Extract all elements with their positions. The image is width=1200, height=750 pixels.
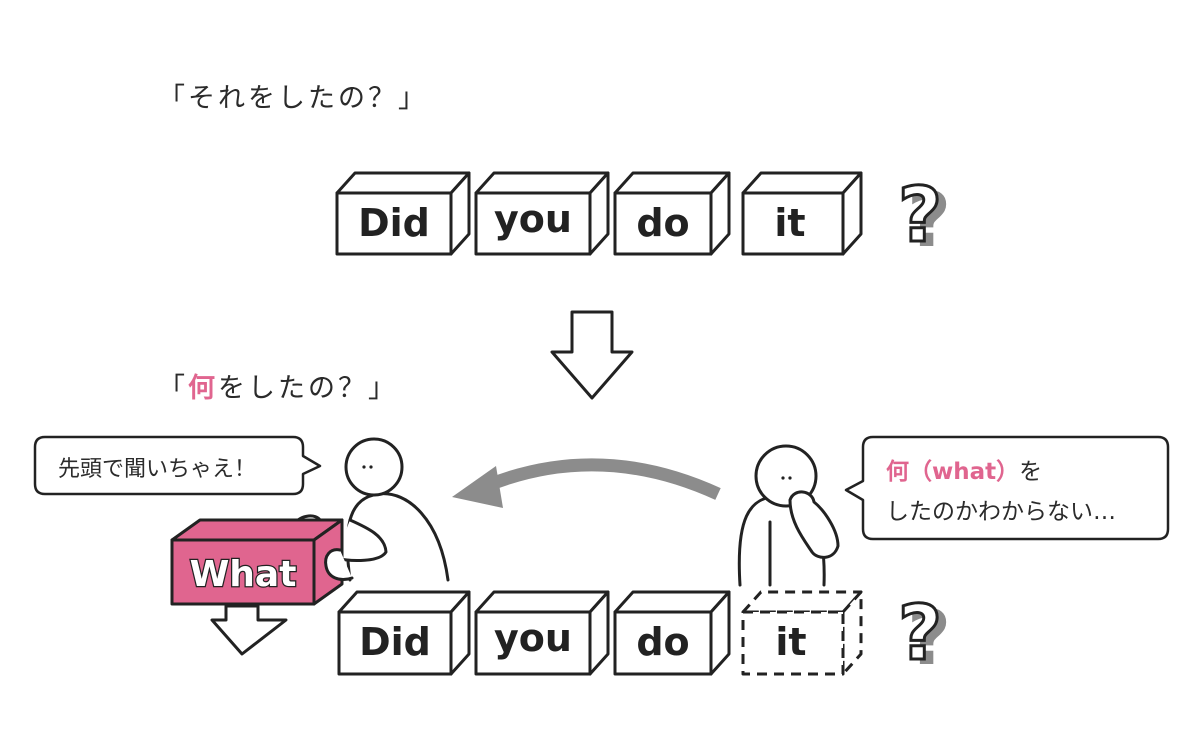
bottom-question-glyph: ? <box>898 588 942 677</box>
bottom-block-you: you <box>474 590 610 676</box>
right-bubble-line2: したのかわからない… <box>886 499 1116 525</box>
left-bubble-text: 先頭で聞いちゃえ！ <box>58 457 257 482</box>
bottom-caption-close-bracket: 」 <box>368 373 398 404</box>
top-caption-open-bracket: 「 <box>158 83 188 114</box>
right-bubble-line1: 何（what）を <box>886 452 1042 486</box>
bottom-question-shadow: ? <box>907 593 951 682</box>
top-block-did-label: Did <box>358 201 430 245</box>
top-caption: 「それをしたの？」 <box>158 76 428 115</box>
bottom-block-it-label: it <box>775 620 806 664</box>
top-question-mark-icon: ? ? <box>897 169 952 265</box>
curved-move-arrow-icon <box>452 458 721 508</box>
right-bubble-line1-rest: を <box>1019 459 1043 485</box>
bottom-block-did-label: Did <box>359 620 431 664</box>
right-bubble-highlight: 何（what） <box>886 459 1020 485</box>
top-block-it: it <box>741 171 863 256</box>
bottom-block-did: Did <box>337 590 471 676</box>
bottom-question-mark-icon: ? ? <box>897 587 952 683</box>
right-speech-bubble <box>844 435 1170 541</box>
top-block-it-label: it <box>774 201 805 245</box>
top-block-did: Did <box>335 171 471 256</box>
what-block: What <box>170 518 344 606</box>
bottom-caption: 「何をしたの？」 <box>158 366 398 405</box>
left-speech-bubble <box>33 435 322 496</box>
top-question-shadow: ? <box>907 175 951 264</box>
top-block-you: you <box>474 171 610 256</box>
bottom-caption-highlight: 何 <box>188 373 218 404</box>
bottom-block-do: do <box>613 590 731 676</box>
left-person-figure <box>292 437 450 582</box>
top-block-do: do <box>613 171 731 256</box>
bottom-block-you-label: you <box>494 616 572 660</box>
bottom-block-do-label: do <box>636 620 689 664</box>
top-caption-close-bracket: 」 <box>398 83 428 114</box>
bottom-caption-text: をしたの？ <box>218 373 368 404</box>
what-block-label: What <box>190 554 297 595</box>
top-block-do-label: do <box>636 201 689 245</box>
down-arrow-icon <box>550 310 634 400</box>
right-person-figure <box>737 444 840 587</box>
top-question-glyph: ? <box>898 170 942 259</box>
bottom-caption-open-bracket: 「 <box>158 373 188 404</box>
insert-down-arrow-icon <box>210 604 288 656</box>
top-caption-text: それをしたの？ <box>188 83 398 114</box>
bottom-block-it-dashed: it <box>741 590 863 676</box>
left-person-hand <box>324 548 354 581</box>
top-block-you-label: you <box>494 197 572 241</box>
